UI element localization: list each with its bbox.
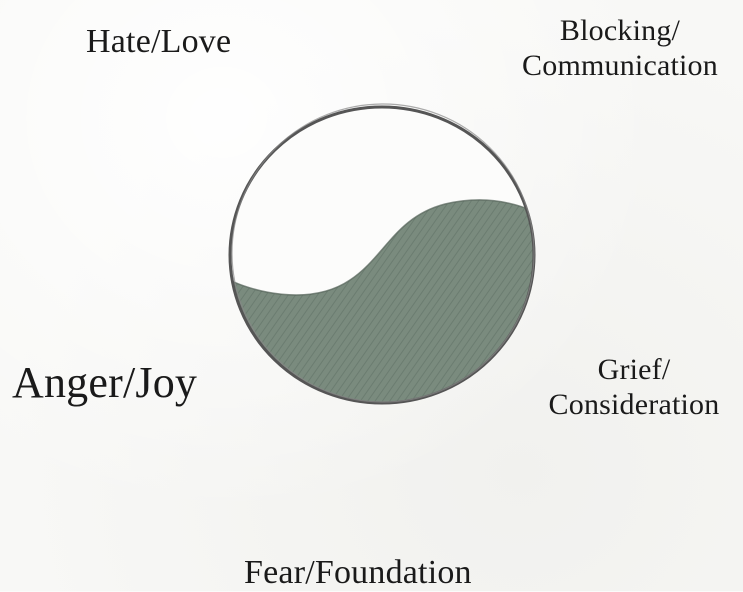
label-hate-love: Hate/Love xyxy=(86,22,231,61)
label-grief-line1: Grief/ xyxy=(525,353,743,388)
label-blocking-line2: Communication xyxy=(500,49,740,84)
label-blocking-line1: Blocking/ xyxy=(500,14,740,49)
label-anger-joy: Anger/Joy xyxy=(12,358,197,409)
label-grief-consideration: Grief/ Consideration xyxy=(525,353,743,422)
yin-yang-circle-drawing xyxy=(210,92,550,422)
label-fear-foundation: Fear/Foundation xyxy=(244,553,472,592)
label-grief-line2: Consideration xyxy=(525,388,743,423)
label-blocking-communication: Blocking/ Communication xyxy=(500,14,740,83)
label-fear-foundation-text: Fear/Foundation xyxy=(244,553,472,592)
label-hate-love-text: Hate/Love xyxy=(86,22,231,61)
label-anger-joy-text: Anger/Joy xyxy=(12,358,197,409)
